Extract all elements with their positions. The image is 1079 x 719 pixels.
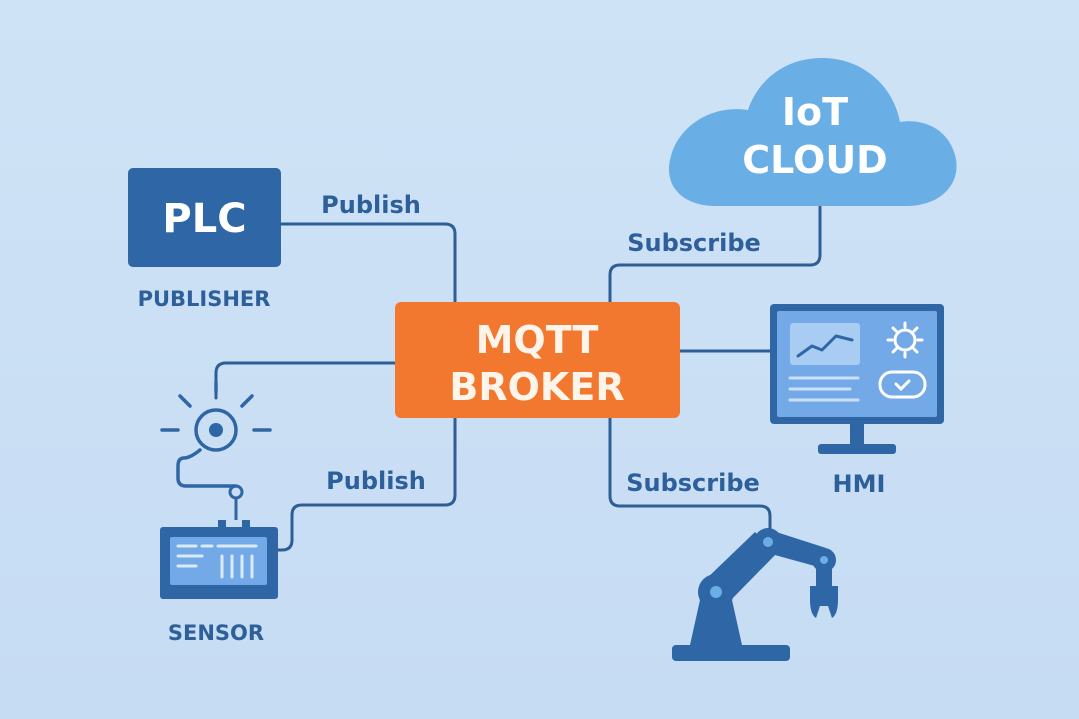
cloud-line2: CLOUD	[742, 138, 887, 182]
robot-wrist	[816, 568, 832, 586]
robot-forearm	[764, 530, 826, 568]
cloud-subscribe-label: Subscribe	[627, 229, 761, 257]
hmi-caption: HMI	[833, 470, 886, 498]
sensor-panel-tab-left	[218, 520, 226, 528]
sensor-publish-label: Publish	[326, 467, 426, 495]
trend-line-icon	[796, 334, 854, 358]
cloud-line1: IoT	[782, 90, 848, 134]
broker-line1: MQTT	[476, 318, 599, 362]
cloud-shape	[668, 58, 957, 206]
hmi-stand-base	[818, 444, 896, 454]
sensor-node[interactable]	[160, 380, 278, 599]
hmi-graph-panel	[790, 323, 860, 365]
hmi-node[interactable]	[770, 304, 944, 454]
gear-icon	[886, 321, 924, 359]
hmi-text-lines	[788, 376, 860, 402]
mqtt-broker-node[interactable]: MQTT BROKER	[395, 302, 680, 418]
plc-title: PLC	[162, 196, 246, 242]
sensor-connector-dot	[228, 484, 244, 500]
light-sensor-icon	[160, 380, 272, 488]
check-icon	[894, 379, 911, 392]
robot-joint-highlight-3	[820, 556, 828, 564]
robot-gripper	[810, 586, 838, 618]
broker-box	[395, 302, 680, 418]
sensor-panel-lines	[176, 544, 258, 579]
robot-joint-highlight-2	[763, 537, 773, 547]
hmi-toggle-button	[878, 370, 927, 399]
sensor-caption: SENSOR	[168, 621, 264, 645]
robot-joint-highlight-1	[710, 586, 722, 598]
link-broker-sensor-panel	[276, 416, 457, 552]
plc-publish-label: Publish	[321, 191, 421, 219]
plc-box	[128, 168, 281, 267]
plc-caption: PUBLISHER	[138, 287, 271, 311]
robot-arm-icon[interactable]	[672, 528, 838, 661]
robot-subscribe-label: Subscribe	[626, 469, 760, 497]
plc-node[interactable]: PLC	[128, 168, 281, 267]
broker-line2: BROKER	[449, 365, 624, 409]
robot-base	[672, 645, 790, 661]
robot-lower-body	[690, 600, 742, 645]
hmi-stand-neck	[850, 424, 864, 446]
link-broker-sensor-light	[214, 361, 397, 400]
iot-cloud-node[interactable]: IoT CLOUD	[668, 58, 957, 206]
light-sensor-lens	[209, 423, 223, 437]
link-broker-robot	[608, 416, 772, 532]
sensor-panel-tab-right	[242, 520, 250, 528]
link-broker-cloud	[608, 203, 822, 304]
link-plc-broker	[279, 222, 457, 304]
